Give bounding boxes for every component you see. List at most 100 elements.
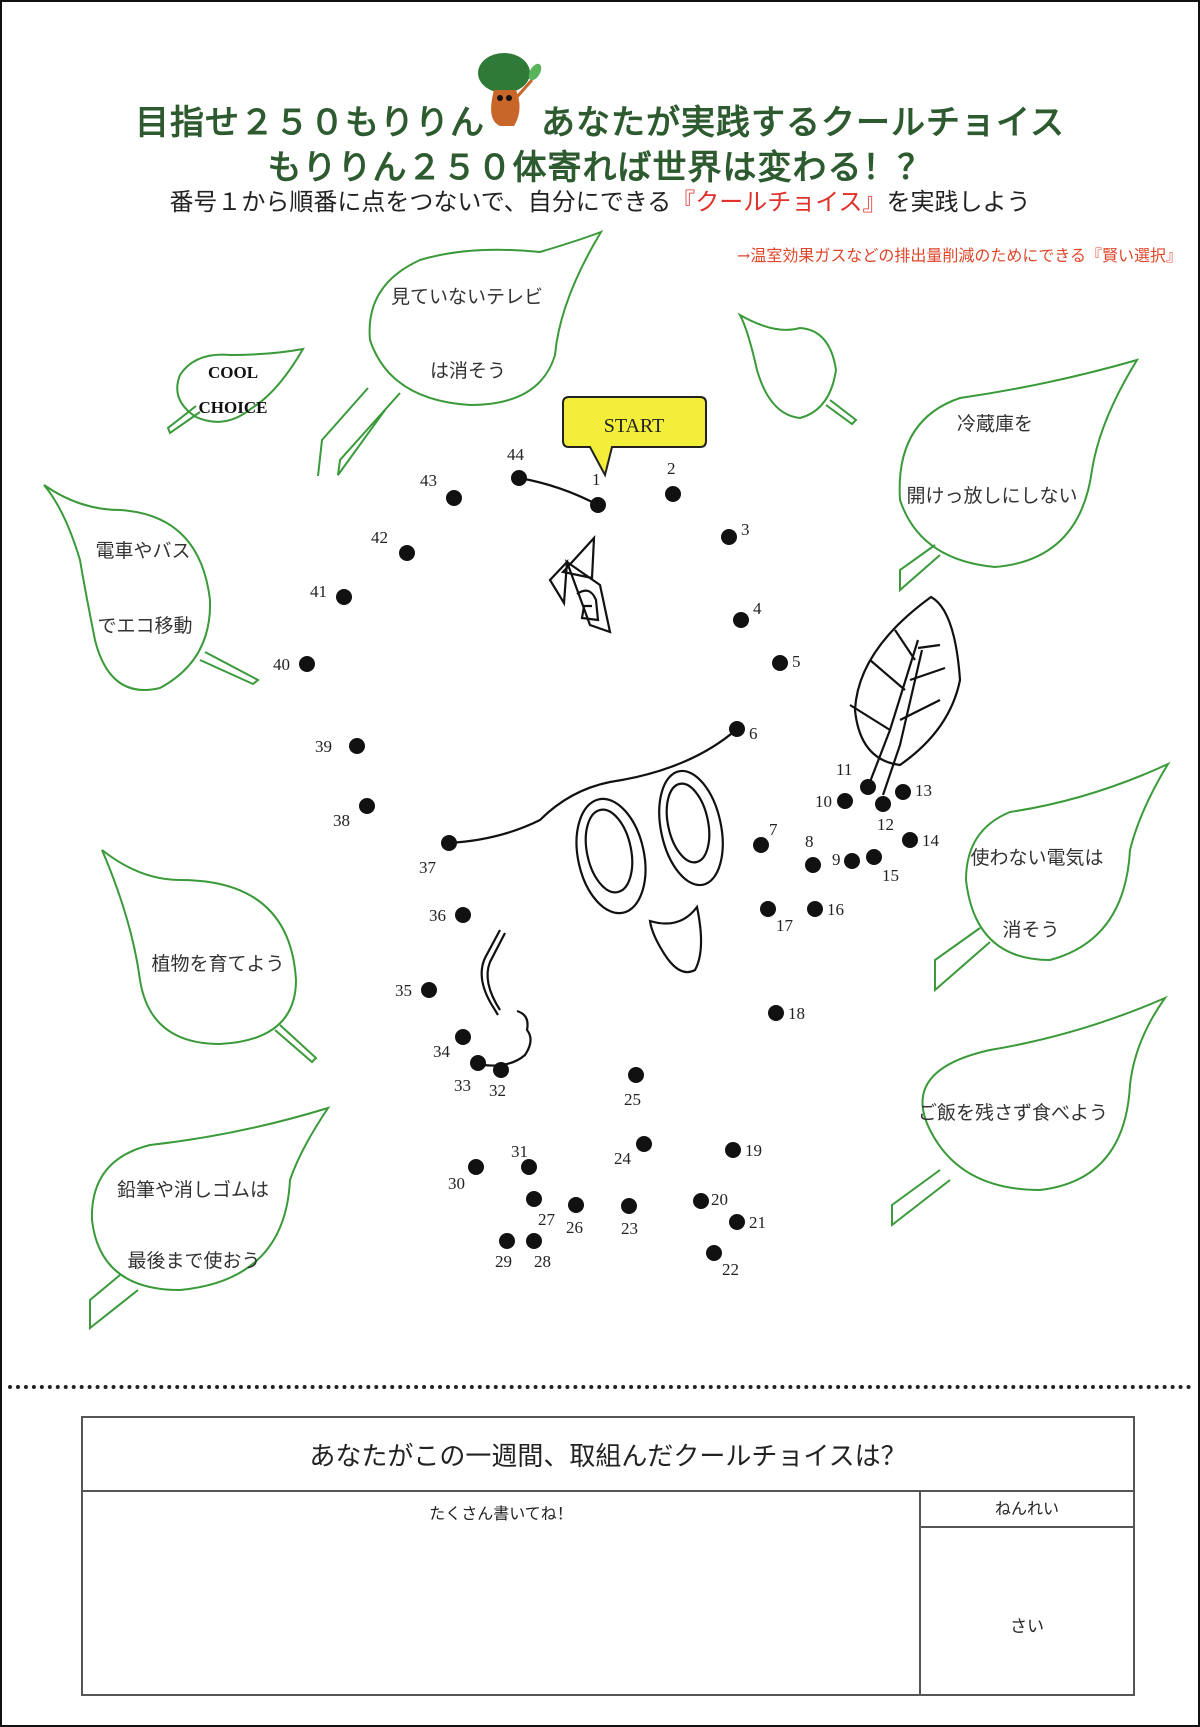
dot-36[interactable]: 36 bbox=[429, 906, 471, 925]
dot-17[interactable]: 17 bbox=[760, 901, 794, 935]
dot-42[interactable]: 42 bbox=[371, 528, 415, 561]
dot-44[interactable]: 44 bbox=[507, 445, 527, 486]
dot-27[interactable]: 27 bbox=[526, 1191, 556, 1229]
dot-32[interactable]: 32 bbox=[489, 1062, 509, 1100]
dot-5[interactable]: 5 bbox=[772, 652, 801, 671]
dot-30[interactable]: 30 bbox=[448, 1159, 484, 1193]
dot-8[interactable]: 8 bbox=[805, 832, 821, 873]
dot-10[interactable]: 10 bbox=[815, 792, 853, 811]
dot-point[interactable] bbox=[336, 589, 352, 605]
dot-43[interactable]: 43 bbox=[420, 471, 462, 506]
dot-point[interactable] bbox=[875, 796, 891, 812]
dot-point[interactable] bbox=[349, 738, 365, 754]
dot-14[interactable]: 14 bbox=[902, 831, 940, 850]
start-callout: START bbox=[562, 396, 707, 478]
age-unit-label: さい bbox=[1010, 1617, 1044, 1637]
dot-point[interactable] bbox=[753, 837, 769, 853]
dot-point[interactable] bbox=[526, 1191, 542, 1207]
dot-7[interactable]: 7 bbox=[753, 820, 778, 853]
dot-point[interactable] bbox=[807, 901, 823, 917]
dot-11[interactable]: 11 bbox=[836, 760, 876, 795]
dot-point[interactable] bbox=[421, 982, 437, 998]
dot-point[interactable] bbox=[768, 1005, 784, 1021]
dot-point[interactable] bbox=[399, 545, 415, 561]
title-part-right: あなたが実践するクールチョイス bbox=[541, 103, 1065, 143]
dot-20[interactable]: 20 bbox=[693, 1190, 728, 1209]
dot-35[interactable]: 35 bbox=[395, 981, 437, 1000]
dot-number: 6 bbox=[749, 724, 758, 743]
dot-point[interactable] bbox=[665, 486, 681, 502]
dot-number: 37 bbox=[419, 858, 437, 877]
dot-point[interactable] bbox=[499, 1233, 515, 1249]
dot-point[interactable] bbox=[359, 798, 375, 814]
dot-point[interactable] bbox=[706, 1245, 722, 1261]
dot-23[interactable]: 23 bbox=[621, 1198, 638, 1238]
dot-26[interactable]: 26 bbox=[566, 1197, 584, 1237]
dot-16[interactable]: 16 bbox=[807, 900, 844, 919]
dot-point[interactable] bbox=[441, 835, 457, 851]
leaf-fridge-text-1: 冷蔵庫を bbox=[957, 413, 1033, 435]
dot-point[interactable] bbox=[636, 1136, 652, 1152]
dot-point[interactable] bbox=[455, 1029, 471, 1045]
dot-39[interactable]: 39 bbox=[315, 737, 365, 756]
dot-1[interactable]: 1 bbox=[590, 470, 606, 513]
dot-37[interactable]: 37 bbox=[419, 835, 457, 877]
dot-point[interactable] bbox=[860, 779, 876, 795]
dot-24[interactable]: 24 bbox=[614, 1136, 652, 1168]
dot-point[interactable] bbox=[468, 1159, 484, 1175]
dot-12[interactable]: 12 bbox=[875, 796, 894, 834]
dot-29[interactable]: 29 bbox=[495, 1233, 515, 1271]
title-line-1: 目指せ２５０もりりん あなたが実践するクールチョイス bbox=[0, 95, 1200, 144]
dot-point[interactable] bbox=[446, 490, 462, 506]
dot-point[interactable] bbox=[725, 1142, 741, 1158]
dot-25[interactable]: 25 bbox=[624, 1067, 644, 1109]
dot-point[interactable] bbox=[729, 721, 745, 737]
dot-point[interactable] bbox=[760, 901, 776, 917]
dot-point[interactable] bbox=[721, 529, 737, 545]
dot-point[interactable] bbox=[526, 1233, 542, 1249]
dot-22[interactable]: 22 bbox=[706, 1245, 739, 1279]
dot-point[interactable] bbox=[511, 470, 527, 486]
dot-point[interactable] bbox=[895, 784, 911, 800]
dot-41[interactable]: 41 bbox=[310, 582, 352, 605]
dot-21[interactable]: 21 bbox=[729, 1213, 766, 1232]
dot-point[interactable] bbox=[628, 1067, 644, 1083]
dot-31[interactable]: 31 bbox=[511, 1142, 537, 1175]
dot-point[interactable] bbox=[493, 1062, 509, 1078]
dot-6[interactable]: 6 bbox=[729, 721, 758, 743]
dot-38[interactable]: 38 bbox=[333, 798, 375, 830]
dot-18[interactable]: 18 bbox=[768, 1004, 805, 1023]
dot-point[interactable] bbox=[866, 849, 882, 865]
dot-2[interactable]: 2 bbox=[665, 459, 681, 502]
dot-40[interactable]: 40 bbox=[273, 655, 315, 674]
dot-point[interactable] bbox=[772, 655, 788, 671]
dot-33[interactable]: 33 bbox=[454, 1055, 486, 1095]
dot-point[interactable] bbox=[844, 853, 860, 869]
dot-point[interactable] bbox=[902, 832, 918, 848]
dot-9[interactable]: 9 bbox=[832, 850, 860, 869]
dot-34[interactable]: 34 bbox=[433, 1029, 471, 1061]
title-part-left: 目指せ２５０もりりん bbox=[135, 103, 485, 143]
dot-point[interactable] bbox=[521, 1159, 537, 1175]
dot-point[interactable] bbox=[590, 497, 606, 513]
dot-point[interactable] bbox=[621, 1198, 637, 1214]
dot-28[interactable]: 28 bbox=[526, 1233, 551, 1271]
dot-to-dot-artwork: COOL CHOICE 見ていないテレビ は消そう 冷蔵庫を 開けっ放しにしない… bbox=[43, 53, 1171, 1331]
dot-15[interactable]: 15 bbox=[866, 849, 899, 885]
leaf-rice bbox=[891, 995, 1168, 1228]
dot-point[interactable] bbox=[568, 1197, 584, 1213]
dot-4[interactable]: 4 bbox=[733, 599, 762, 628]
dot-point[interactable] bbox=[733, 612, 749, 628]
answer-input[interactable] bbox=[87, 1526, 915, 1690]
dot-point[interactable] bbox=[470, 1055, 486, 1071]
age-input[interactable] bbox=[925, 1532, 1129, 1594]
dot-3[interactable]: 3 bbox=[721, 520, 750, 545]
dot-19[interactable]: 19 bbox=[725, 1141, 762, 1160]
dot-point[interactable] bbox=[805, 857, 821, 873]
dot-point[interactable] bbox=[455, 907, 471, 923]
dot-point[interactable] bbox=[729, 1214, 745, 1230]
dot-point[interactable] bbox=[693, 1193, 709, 1209]
dot-point[interactable] bbox=[299, 656, 315, 672]
dot-point[interactable] bbox=[837, 793, 853, 809]
dot-13[interactable]: 13 bbox=[895, 781, 932, 800]
